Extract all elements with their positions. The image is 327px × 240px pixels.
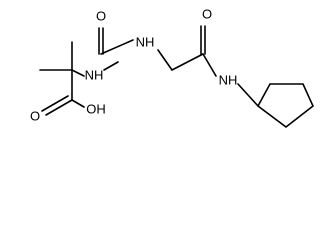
bond-ch2-amide	[171, 53, 204, 71]
bond-urea-c-nh	[100, 39, 134, 55]
bond-amide-nh	[202, 53, 217, 77]
atom-label-amide-nh: NH	[219, 72, 238, 87]
chemical-structure-diagram: O NH NH O NH OH O	[30, 6, 314, 129]
bond-nh-cyclopentyl	[237, 83, 259, 107]
cyclopentane-ring	[256, 83, 314, 129]
bond-acid-oh	[71, 99, 85, 108]
atom-label-acid-carbonyl-o: O	[30, 108, 40, 123]
bond-lines	[39, 25, 314, 129]
atom-labels: O NH NH O NH OH O	[30, 6, 237, 123]
bond-acid-co-1	[45, 99, 73, 116]
atom-label-acid-oh: OH	[86, 101, 106, 116]
bond-nh-ch2	[157, 49, 173, 71]
atom-label-urea-carbonyl-o: O	[96, 8, 106, 23]
atom-label-amide-carbonyl-o: O	[202, 6, 212, 21]
bond-c-nh-left	[71, 69, 85, 77]
atom-label-urea-nh-left: NH	[85, 67, 104, 82]
atom-label-urea-nh-right: NH	[136, 34, 155, 49]
bond-acid-co-2	[41, 95, 69, 112]
bond-nh-urea-c	[103, 61, 119, 71]
